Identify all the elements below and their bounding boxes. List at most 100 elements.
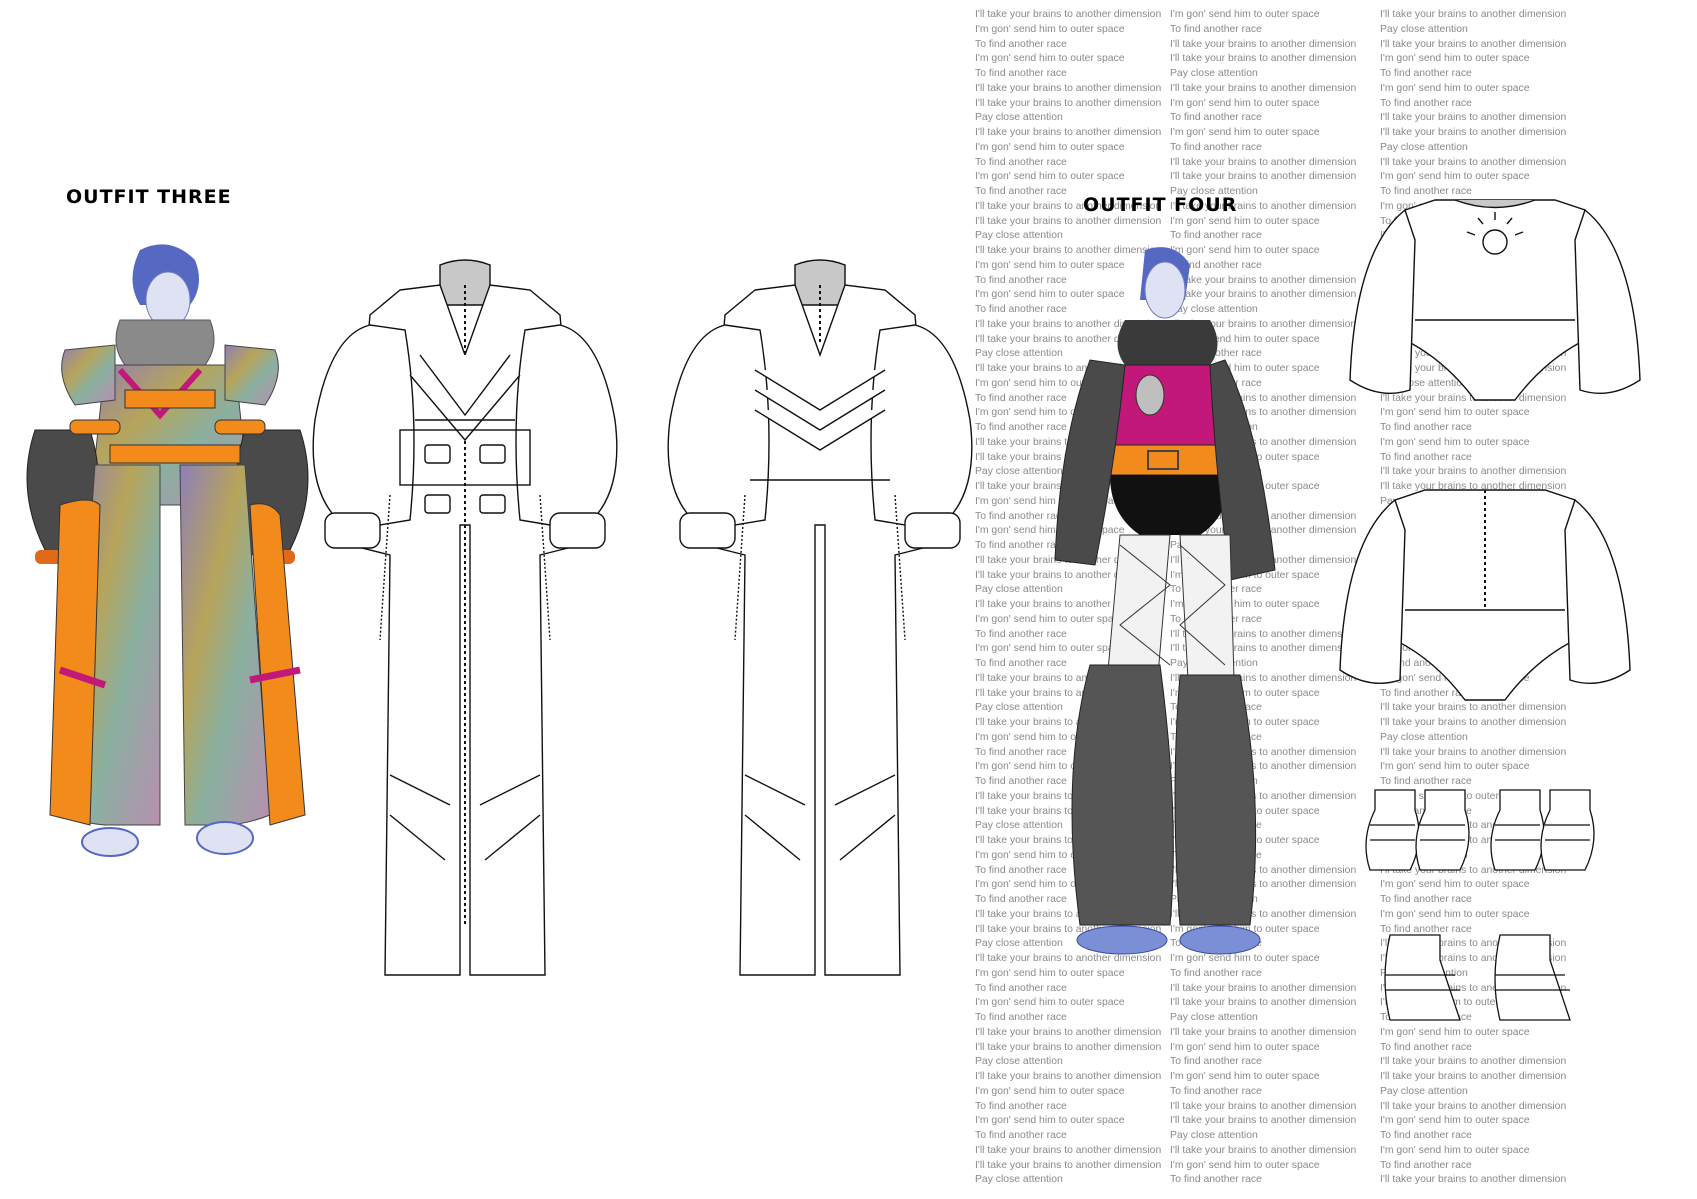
lyric-line: To find another race xyxy=(1170,1056,1262,1068)
lyric-line: I'll take your brains to another dimensi… xyxy=(975,1071,1162,1082)
lyric-line: I'll take your brains to another dimensi… xyxy=(1170,761,1357,773)
lyric-line: To find another race xyxy=(1380,687,1472,699)
outfit-three-figure xyxy=(26,244,309,857)
lyric-line: I'm gon' send him to outer space xyxy=(1380,53,1530,65)
lyric-line: I'll take your brains to another dimensi… xyxy=(975,805,1162,817)
lyric-line: I'm gon' send him to outer space xyxy=(975,171,1125,183)
lyric-line: To find another race xyxy=(1380,894,1472,905)
lyric-line: I'll take your brains to another dimensi… xyxy=(1170,318,1357,330)
lyric-line: I'll take your brains to another dimensi… xyxy=(1170,1144,1357,1156)
lyric-line: To find another race xyxy=(1170,230,1262,242)
lyric-line: I'll take your brains to another dimensi… xyxy=(1170,392,1357,404)
lyric-line: I'm gon' send him to outer space xyxy=(1170,97,1320,109)
bodysuit-flat-front xyxy=(1349,199,1641,401)
lyric-line: Pay close attention xyxy=(1380,377,1468,389)
lyric-line: I'll take your brains to another dimensi… xyxy=(1380,1071,1567,1082)
lyric-line: I'll take your brains to another dimensi… xyxy=(975,363,1162,374)
lyric-line: Pay close attention xyxy=(975,230,1063,242)
lyric-line: I'll take your brains to another dimensi… xyxy=(975,1144,1162,1156)
lyric-line: Pay close attention xyxy=(1380,1085,1468,1097)
lyric-line: To find another race xyxy=(1170,23,1262,35)
lyric-line: I'm gon' send him to outer space xyxy=(1170,1041,1320,1053)
lyric-line: I'll take your brains to another dimensi… xyxy=(975,318,1162,330)
lyric-line: To find another race xyxy=(975,304,1067,315)
lyric-line: I'll take your brains to another dimensi… xyxy=(1170,982,1357,994)
lyric-line: I'll take your brains to another dimensi… xyxy=(1170,289,1357,301)
lyric-line: I'm gon' send him to outer space xyxy=(1380,1115,1530,1127)
outfit-three-title: OUTFIT THREE xyxy=(66,186,232,208)
leg-warmer-flats xyxy=(1365,789,1595,871)
lyric-line: To find another race xyxy=(1170,967,1262,979)
lyric-line: I'm gon' send him to outer space xyxy=(975,495,1125,507)
lyric-line: I'm gon' send him to outer space xyxy=(1170,1071,1320,1082)
lyric-line: I'll take your brains to another dimensi… xyxy=(975,790,1162,802)
lyric-line: I'll take your brains to another dimensi… xyxy=(1380,1100,1567,1112)
lyric-line: I'm gon' send him to outer space xyxy=(975,849,1125,861)
lyric-line: To find another race xyxy=(975,1012,1067,1023)
lyric-line: I'll take your brains to another dimensi… xyxy=(1170,436,1357,448)
lyric-line: To find another race xyxy=(975,982,1067,994)
lyric-line: I'm gon' send him to outer space xyxy=(1170,127,1320,138)
lyric-line: To find another race xyxy=(1380,1041,1472,1053)
lyric-line: I'll take your brains to another dimensi… xyxy=(975,97,1162,109)
lyric-line: To find another race xyxy=(975,894,1067,905)
lyric-line: I'm gon' send him to outer space xyxy=(975,377,1125,389)
lyric-line: I'll take your brains to another dimensi… xyxy=(975,82,1162,94)
lyric-line: I'll take your brains to another dimensi… xyxy=(1380,953,1567,964)
lyric-line: I'll take your brains to another dimensi… xyxy=(1170,407,1357,419)
lyric-line: To find another race xyxy=(975,392,1067,404)
lyric-line: I'll take your brains to another dimensi… xyxy=(1380,466,1567,478)
lyric-line: To find another race xyxy=(975,1130,1067,1141)
lyric-line: I'll take your brains to another dimensi… xyxy=(975,923,1162,935)
lyric-line: I'll take your brains to another dimensi… xyxy=(1170,1026,1357,1038)
lyric-line: Pay close attention xyxy=(975,1174,1063,1186)
lyric-line: To find another race xyxy=(975,746,1067,758)
lyric-line: Pay close attention xyxy=(1170,1130,1258,1141)
lyric-line: I'll take your brains to another dimensi… xyxy=(1380,820,1567,832)
lyric-line: To find another race xyxy=(975,156,1067,168)
lyric-line: I'm gon' send him to outer space xyxy=(975,967,1125,979)
lyric-line: I'll take your brains to another dimensi… xyxy=(1170,274,1357,286)
lyric-line: I'll take your brains to another dimensi… xyxy=(1380,982,1567,994)
lyric-line: I'll take your brains to another dimensi… xyxy=(1380,864,1567,876)
lyric-line: Pay close attention xyxy=(1170,1012,1258,1023)
lyric-line: I'll take your brains to another dimensi… xyxy=(975,127,1162,138)
lyric-line: I'll take your brains to another dimensi… xyxy=(1380,702,1567,714)
lyric-line: I'm gon' send him to outer space xyxy=(1170,215,1320,227)
lyric-line: I'll take your brains to another dimensi… xyxy=(975,687,1162,699)
lyric-line: Pay close attention xyxy=(1170,186,1258,197)
lyric-line: Pay close attention xyxy=(975,112,1063,124)
lyric-line: I'm gon' send him to outer space xyxy=(975,289,1125,301)
lyric-line: I'll take your brains to another dimensi… xyxy=(975,1041,1162,1053)
lyric-line: Pay close attention xyxy=(1170,304,1258,315)
lyric-line: I'm gon' send him to outer space xyxy=(975,141,1125,153)
lyric-line: Pay close attention xyxy=(1380,141,1468,153)
lyric-line: To find another race xyxy=(1170,1174,1262,1186)
lyric-line: To find another race xyxy=(1380,68,1472,79)
lyric-line: I'll take your brains to another dimensi… xyxy=(975,672,1162,684)
lyric-line: I'll take your brains to another dimensi… xyxy=(1380,746,1567,758)
lyric-line: I'm gon' send him to outer space xyxy=(975,761,1125,773)
lyric-line: Pay close attention xyxy=(975,348,1063,360)
lyric-line: I'm gon' send him to outer space xyxy=(975,997,1125,1009)
lyric-line: I'll take your brains to another dimensi… xyxy=(1170,643,1357,655)
lyric-line: I'll take your brains to another dimensi… xyxy=(1170,171,1357,183)
lyric-line: I'll take your brains to another dimensi… xyxy=(1170,908,1357,920)
lyric-line: I'll take your brains to another dimensi… xyxy=(1380,127,1567,138)
lyric-line: I'm gon' send him to outer space xyxy=(975,731,1125,743)
lyric-line: I'll take your brains to another dimensi… xyxy=(1380,481,1567,492)
lyric-line: To find another race xyxy=(975,38,1067,50)
lyric-line: I'm gon' send him to outer space xyxy=(1170,333,1320,345)
jumpsuit-flat-back xyxy=(667,259,973,976)
lyric-line: I'll take your brains to another dimensi… xyxy=(975,599,1162,610)
lyric-line: I'm gon' send him to outer space xyxy=(975,53,1125,65)
lyric-line: To find another race xyxy=(1380,658,1472,669)
lyric-line: I'll take your brains to another dimensi… xyxy=(975,569,1162,581)
lyric-line: To find another race xyxy=(1380,422,1472,433)
lyric-line: I'm gon' send him to outer space xyxy=(1170,9,1320,20)
lyric-line: Pay close attention xyxy=(975,820,1063,832)
bodysuit-flat-back xyxy=(1339,489,1631,701)
lyric-line: I'll take your brains to another dimensi… xyxy=(975,1026,1162,1038)
lyric-line: I'll take your brains to another dimensi… xyxy=(1170,672,1357,684)
lyric-line: I'm gon' send him to outer space xyxy=(975,407,1125,419)
